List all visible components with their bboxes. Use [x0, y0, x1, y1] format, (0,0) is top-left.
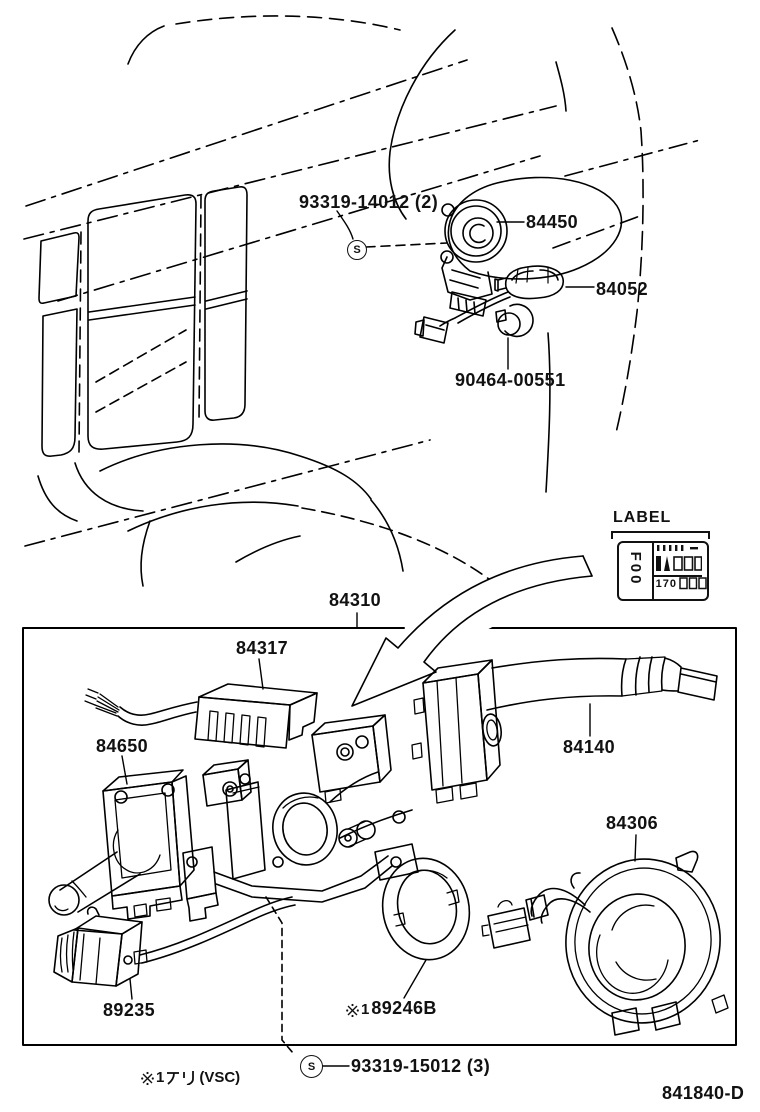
ignition-switch-art [440, 199, 525, 317]
label-serial-row: 170 [654, 577, 707, 590]
screw-top-leaders [336, 210, 448, 248]
callout-ring: 1 89246B [346, 999, 437, 1017]
callout-spiral-cable: 84306 [606, 813, 659, 833]
ring-art [381, 857, 471, 999]
ring-ref-num: 1 [361, 1001, 370, 1018]
label-bracket [611, 531, 710, 539]
ring-part-number: 89246B [371, 998, 437, 1018]
wiper-switch-art [411, 656, 718, 804]
light-control-switch-art [48, 755, 195, 920]
katakana-ari-icon [167, 1071, 195, 1085]
callout-stop-lamp-switch: 89235 [103, 1000, 156, 1020]
callout-light-control-switch: 84650 [96, 736, 149, 756]
footnote-note: (VSC) [199, 1069, 241, 1086]
label-serial-text: 170 [655, 577, 677, 590]
car-interior-sketch [23, 15, 701, 587]
screw-bottom-leaders [265, 896, 350, 1067]
screw-symbol-bottom: S [300, 1055, 323, 1078]
screw-symbol-letter: S [307, 1060, 316, 1073]
key-amplifier-art [414, 265, 595, 344]
assembly-box [22, 612, 737, 1046]
grommet-art [495, 303, 534, 370]
reference-mark-icon [141, 1071, 154, 1085]
label-code-text: F00 [627, 551, 645, 587]
label-pictogram-icon [653, 556, 702, 577]
label-caption: LABEL [613, 509, 672, 526]
callout-screw-top: 93319-14012 (2) [299, 192, 439, 212]
label-tickmarks-icon [656, 545, 698, 551]
screw-symbol-top: S [347, 240, 367, 260]
footnote: 1 (VSC) [141, 1069, 240, 1085]
pointer-arrow [351, 555, 593, 707]
label-detail-cell: 170 [653, 543, 707, 599]
screw-symbol-letter: S [353, 244, 361, 256]
callout-relay-connector: 84317 [236, 638, 289, 658]
footnote-ref-num: 1 [156, 1069, 165, 1086]
callout-grommet: 90464-00551 [455, 370, 566, 390]
spiral-cable-art [481, 834, 729, 1036]
callout-ignition-switch: 84450 [526, 212, 579, 232]
callout-wiper-switch: 84140 [563, 737, 616, 757]
callout-key-amplifier: 84052 [596, 279, 649, 299]
callout-switch-assembly: 84310 [329, 590, 382, 610]
stop-lamp-switch-art [53, 896, 296, 1000]
reference-mark-icon [346, 1003, 359, 1017]
callout-screw-bottom: 93319-15012 (3) [351, 1056, 491, 1076]
airbag-label-graphic: F00 170 [617, 541, 709, 601]
drawing-number: 841840-D [662, 1083, 745, 1103]
label-code-cell: F00 [619, 543, 654, 599]
combination-switch-base-art [182, 714, 419, 922]
relay-connector-art [84, 658, 318, 749]
label-serial-boxes-icon [679, 577, 707, 590]
